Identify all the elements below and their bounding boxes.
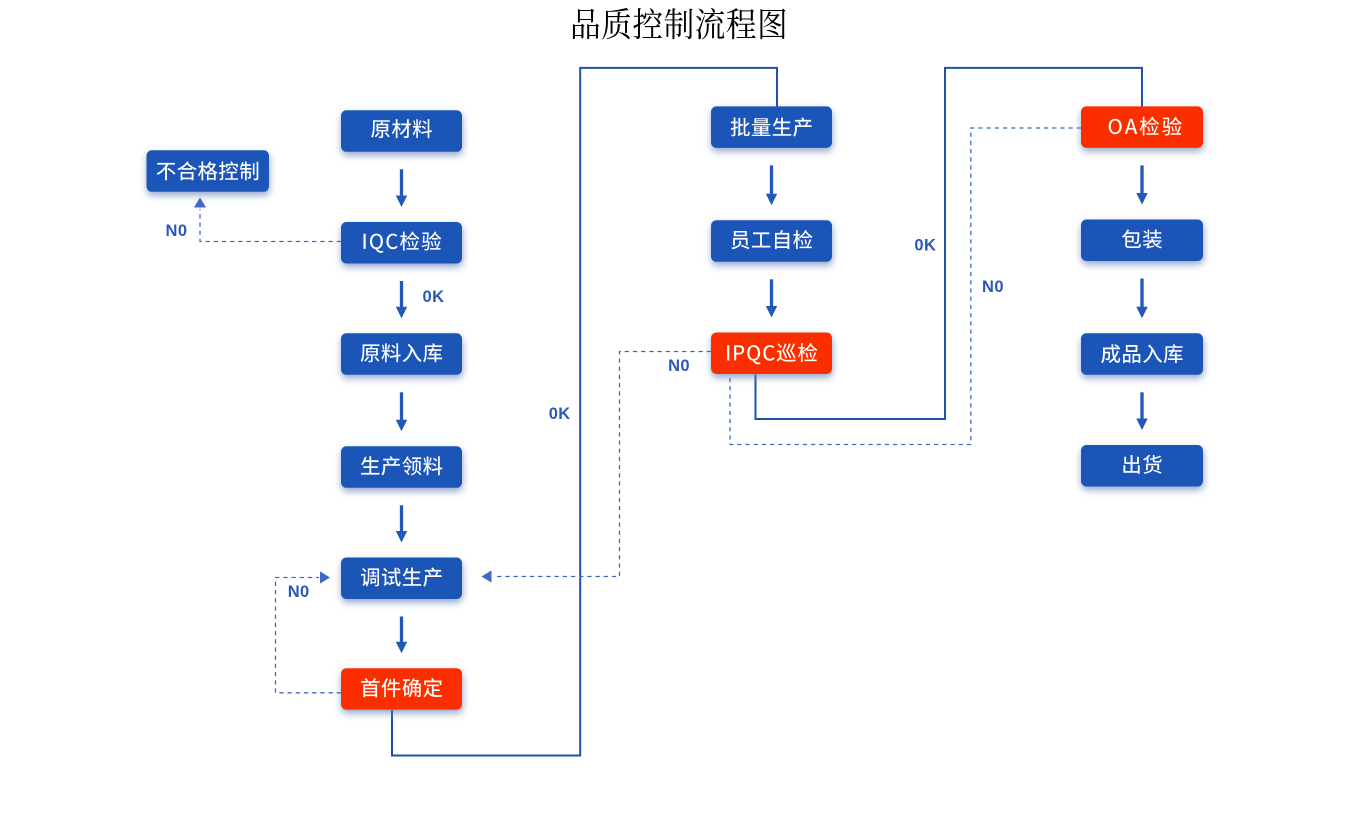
svg-text:0K: 0K	[549, 405, 571, 423]
svg-text:0K: 0K	[914, 237, 936, 255]
svg-text:0K: 0K	[423, 288, 445, 306]
svg-text:N0: N0	[288, 583, 310, 601]
svg-text:N0: N0	[166, 222, 188, 240]
svg-text:N0: N0	[982, 278, 1004, 296]
svg-text:N0: N0	[668, 357, 690, 375]
